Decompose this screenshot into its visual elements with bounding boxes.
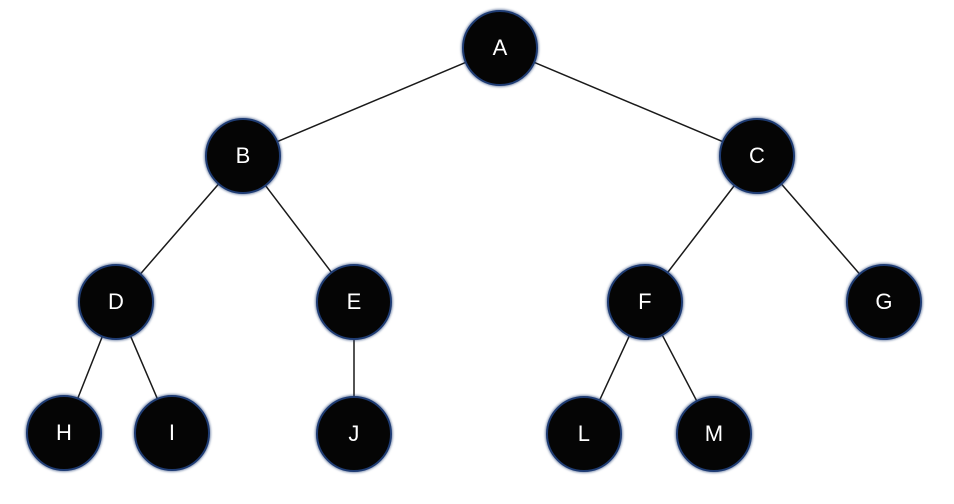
tree-node-h[interactable]: H [26, 395, 102, 471]
tree-edge-a-c [533, 61, 724, 143]
tree-node-b[interactable]: B [205, 118, 281, 194]
tree-node-e[interactable]: E [316, 264, 392, 340]
tree-node-label-b: B [235, 143, 251, 168]
tree-edge-d-i [129, 335, 159, 400]
tree-edge-c-g [780, 183, 861, 275]
tree-node-a[interactable]: A [462, 10, 538, 86]
tree-node-l[interactable]: L [546, 396, 622, 472]
tree-node-label-i: I [168, 420, 176, 445]
tree-edge-c-f [666, 184, 736, 274]
tree-edge-b-e [264, 184, 333, 274]
tree-node-g[interactable]: G [846, 264, 922, 340]
tree-node-label-a: A [492, 35, 508, 60]
tree-edge-d-h [76, 335, 104, 400]
tree-edge-b-d [139, 183, 220, 275]
tree-edge-f-l [598, 334, 631, 402]
tree-node-j[interactable]: J [316, 396, 392, 472]
tree-node-label-m: M [704, 421, 724, 446]
tree-edge-f-m [661, 334, 698, 402]
tree-node-label-h: H [55, 420, 73, 445]
tree-node-label-l: L [577, 421, 591, 446]
tree-node-f[interactable]: F [607, 264, 683, 340]
tree-node-i[interactable]: I [134, 395, 210, 471]
tree-node-label-d: D [107, 289, 125, 314]
tree-node-label-e: E [346, 289, 362, 314]
tree-node-label-f: F [638, 289, 652, 314]
tree-node-label-g: G [875, 289, 893, 314]
tree-node-m[interactable]: M [676, 396, 752, 472]
tree-node-label-c: C [748, 143, 766, 168]
tree-node-d[interactable]: D [78, 264, 154, 340]
tree-edge-a-b [276, 61, 467, 143]
tree-node-c[interactable]: C [719, 118, 795, 194]
tree-node-label-j: J [348, 421, 360, 446]
